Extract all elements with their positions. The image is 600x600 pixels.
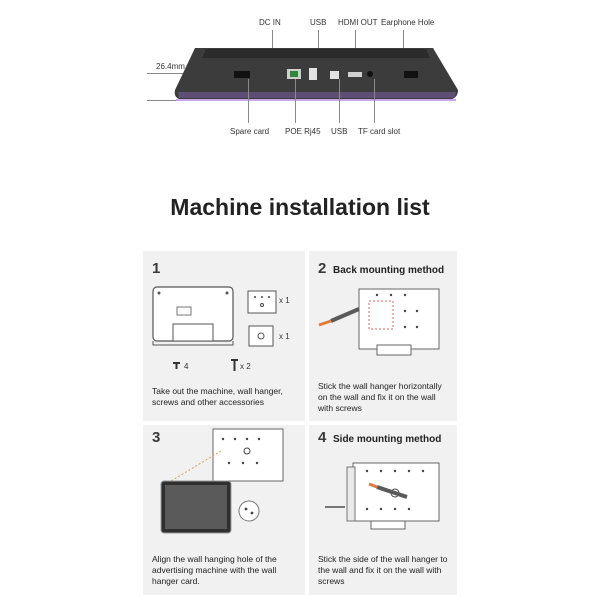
thickness-line-bottom [147,100,183,101]
label-hdmi-out: HDMI OUT [338,18,378,27]
screw-small-icon [173,362,180,369]
thickness-label: 26.4mm [156,62,185,71]
step-2-description: Stick the wall hanger horizontally on th… [318,381,442,413]
screw-long-icon [231,359,238,371]
leader-line [339,79,340,123]
step-2-title: Back mounting method [333,265,445,276]
align-hanger-illustration [160,428,284,534]
label-dc-in: DC IN [259,18,281,27]
leader-line [374,79,375,123]
device-port-diagram: DC IN USB HDMI OUT Earphone Hole 26.4mm … [0,0,600,160]
step-2-number: 2 [318,260,327,277]
back-mount-illustration [318,288,440,356]
label-usb-top: USB [310,18,327,27]
hanger-quantity: x 1 [279,296,290,305]
step-1-number: 1 [152,260,161,277]
step-3-description: Align the wall hanging hole of the adver… [152,554,277,586]
step-4-panel: 4 Side mounting method Stick the side of… [309,425,457,595]
step-4-description: Stick the side of the wall hanger to the… [318,554,448,586]
label-earphone-hole: Earphone Hole [381,18,435,27]
leader-line [295,79,296,123]
device-bottom-view [174,48,458,101]
step-4-number: 4 [318,429,327,446]
label-spare-card: Spare card [230,127,270,136]
long-screw-quantity: x 2 [240,362,251,371]
side-mount-illustration [325,462,440,530]
small-screw-quantity: 4 [184,362,189,371]
step-1-description: Take out the machine, wall hanger, screw… [152,386,283,407]
machine-back-illustration [152,286,234,346]
label-tf-card-slot: TF card slot [358,127,401,136]
label-usb-bottom: USB [331,127,348,136]
thickness-line-top [147,73,183,74]
wall-hanger-illustration [247,290,277,314]
leader-line [248,79,249,123]
step-1-panel: 1 x 1 x 1 4 x 2 Take out the machine, wa… [143,251,305,421]
bracket-illustration [248,325,274,347]
label-poe-rj45: POE Rj45 [285,127,321,136]
section-title: Machine installation list [170,194,430,220]
step-3-panel: 3 Align the wall hanging hole of the adv… [143,425,305,595]
step-3-number: 3 [152,429,161,446]
step-4-title: Side mounting method [333,434,442,445]
bracket-quantity: x 1 [279,332,290,341]
step-2-panel: 2 Back mounting method Stick the wall ha… [309,251,457,421]
